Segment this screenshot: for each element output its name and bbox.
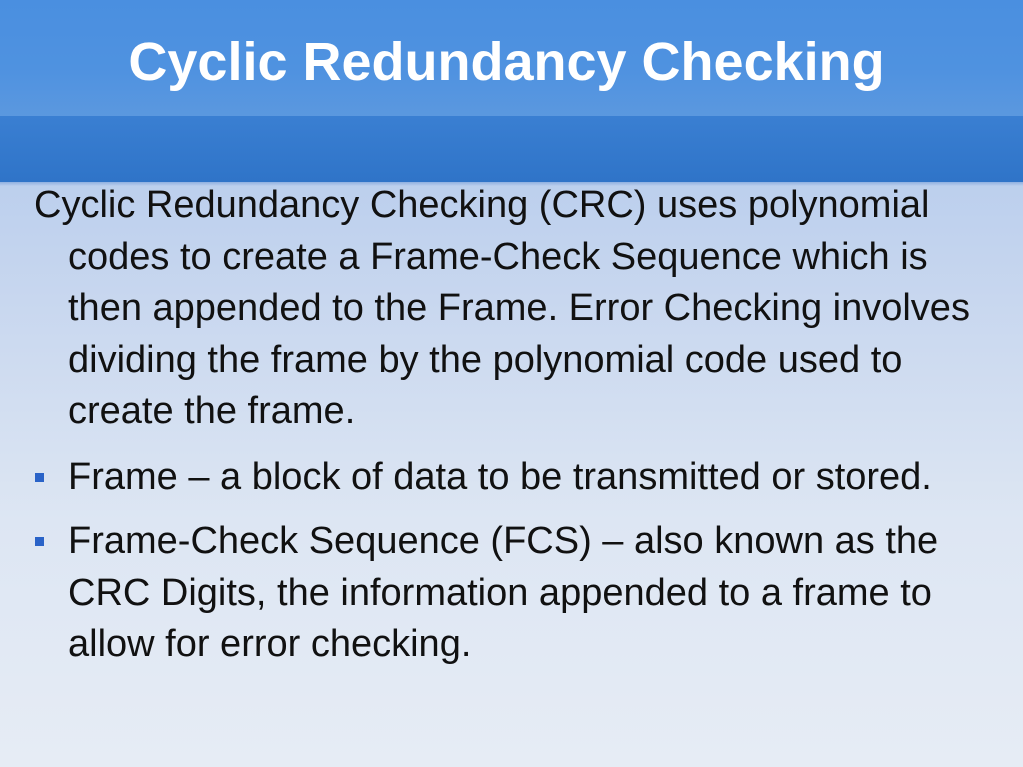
bullet-text: Frame-Check Sequence (FCS) – also known … (68, 520, 939, 665)
slide-body: Cyclic Redundancy Checking (CRC) uses po… (32, 180, 992, 684)
title-band-lower (0, 116, 1023, 182)
intro-paragraph: Cyclic Redundancy Checking (CRC) uses po… (34, 184, 970, 432)
bullet-item-fcs: Frame-Check Sequence (FCS) – also known … (32, 516, 992, 671)
square-bullet-icon (35, 537, 44, 546)
title-band (0, 0, 1023, 116)
slide-title: Cyclic Redundancy Checking (128, 32, 885, 92)
title-band-edge (0, 182, 1023, 186)
bullet-text: Frame – a block of data to be transmitte… (68, 455, 932, 498)
square-bullet-icon (35, 472, 44, 482)
bullet-item-frame: Frame – a block of data to be transmitte… (32, 452, 992, 504)
